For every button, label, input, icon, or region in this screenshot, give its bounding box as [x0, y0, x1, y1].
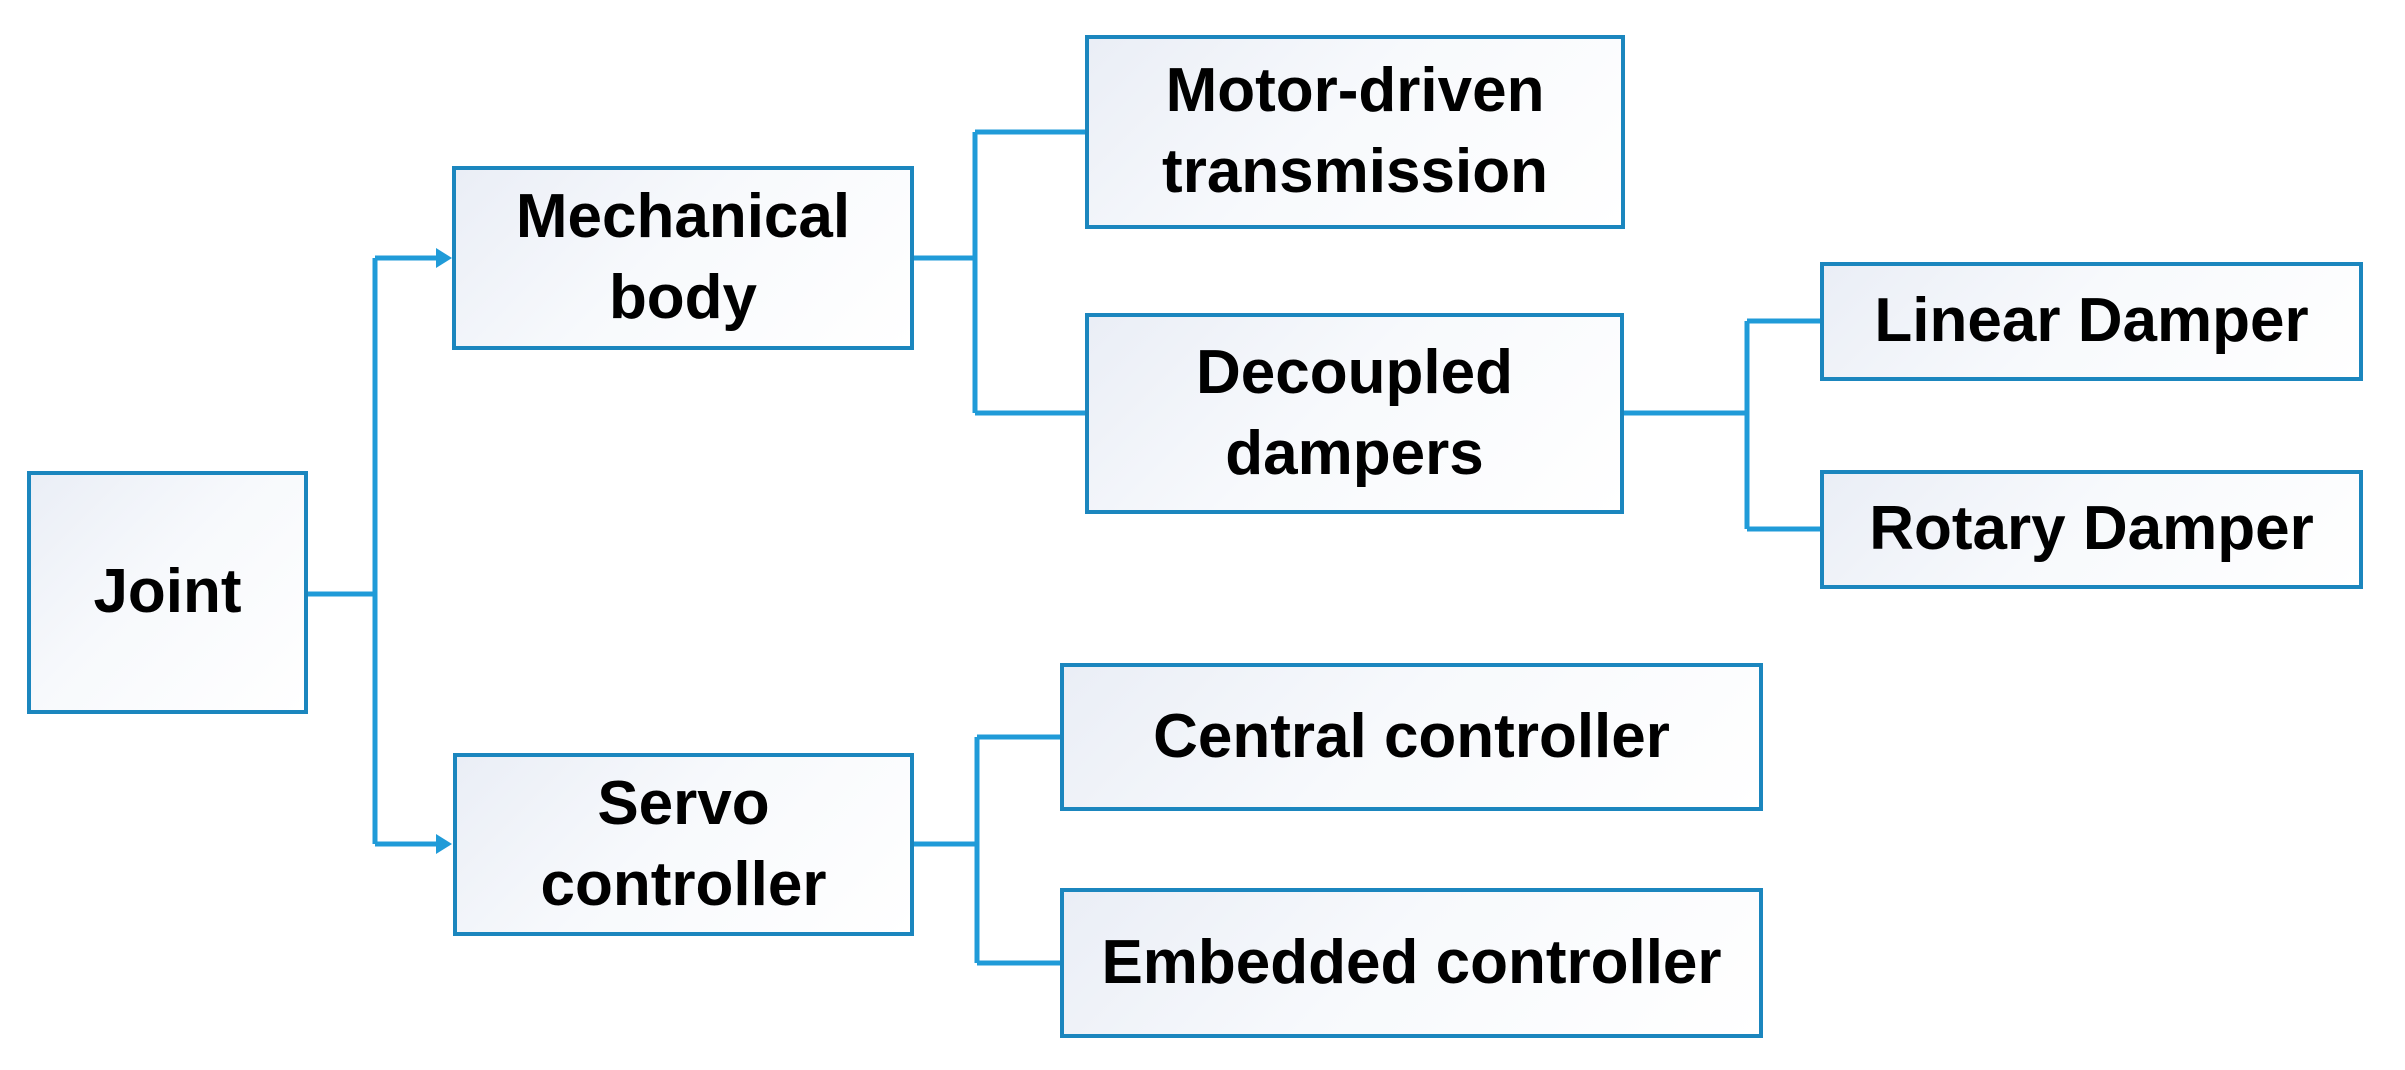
node-embedded-controller: Embedded controller: [1060, 888, 1763, 1038]
connector-joint-trunk: [308, 258, 378, 844]
node-label: Joint: [93, 557, 242, 627]
node-central-controller: Central controller: [1060, 663, 1763, 811]
node-motor-driven-transmission: Motor-driven transmission: [1085, 35, 1625, 229]
connector-servo-controller-branch: [913, 734, 1060, 966]
node-joint: Joint: [27, 471, 308, 714]
node-label: Servo controller: [540, 768, 827, 919]
node-mechanical-body: Mechanical body: [452, 166, 914, 350]
node-label: Linear Damper: [1874, 286, 2309, 356]
node-linear-damper: Linear Damper: [1820, 262, 2363, 381]
node-label: Mechanical body: [515, 182, 851, 332]
node-servo-controller: Servo controller: [453, 753, 914, 936]
connector-decoupled-dampers-branch: [1623, 318, 1820, 532]
node-decoupled-dampers: Decoupled dampers: [1085, 313, 1624, 514]
connector-mechanical-body-branch: [913, 129, 1085, 416]
node-label: Embedded controller: [1101, 927, 1722, 997]
node-label: Motor-driven transmission: [1162, 56, 1548, 206]
node-label: Central controller: [1153, 701, 1670, 771]
node-label: Decoupled dampers: [1196, 337, 1513, 488]
node-rotary-damper: Rotary Damper: [1820, 470, 2363, 589]
node-label: Rotary Damper: [1869, 494, 2314, 564]
